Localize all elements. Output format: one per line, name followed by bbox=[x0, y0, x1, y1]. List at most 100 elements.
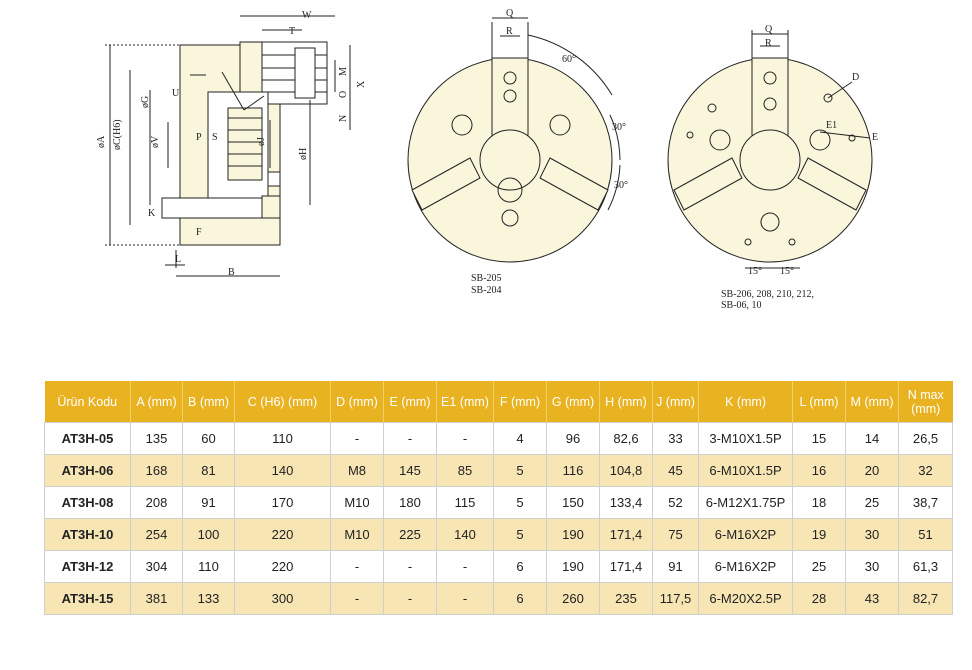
table-cell: 25 bbox=[792, 550, 846, 583]
table-cell: - bbox=[383, 550, 437, 583]
table-cell: 32 bbox=[898, 454, 953, 487]
table-cell: 30 bbox=[845, 550, 899, 583]
svg-text:øC(H6): øC(H6) bbox=[112, 119, 123, 150]
table-cell: 6 bbox=[493, 582, 547, 615]
table-cell: M10 bbox=[330, 486, 384, 519]
table-cell: 60 bbox=[182, 422, 235, 455]
table-cell: M8 bbox=[330, 454, 384, 487]
table-cell: - bbox=[383, 582, 437, 615]
front-right-caption-2: SB-06, 10 bbox=[721, 300, 762, 311]
table-cell: - bbox=[436, 550, 494, 583]
table-cell: 18 bbox=[792, 486, 846, 519]
table-cell: 170 bbox=[234, 486, 331, 519]
svg-text:30°: 30° bbox=[612, 122, 626, 133]
svg-text:øV: øV bbox=[150, 135, 161, 148]
table-cell: 117,5 bbox=[652, 582, 699, 615]
table-cell: 28 bbox=[792, 582, 846, 615]
header-cell: H (mm) bbox=[599, 381, 653, 423]
svg-text:S: S bbox=[212, 132, 218, 143]
side-section-labels: W T M O N X U øG øA øC(H6) øV P S øJ øH … bbox=[96, 10, 367, 278]
table-cell: 5 bbox=[493, 454, 547, 487]
table-cell: 6 bbox=[493, 550, 547, 583]
table-cell: 220 bbox=[234, 550, 331, 583]
table-cell: 6-M16X2P bbox=[698, 550, 793, 583]
table-cell: 150 bbox=[546, 486, 600, 519]
svg-text:15°: 15° bbox=[748, 266, 762, 277]
header-cell: F (mm) bbox=[493, 381, 547, 423]
table-cell: 304 bbox=[130, 550, 183, 583]
table-cell: 81 bbox=[182, 454, 235, 487]
svg-text:R: R bbox=[765, 38, 772, 49]
table-cell: 96 bbox=[546, 422, 600, 455]
table-cell: 110 bbox=[182, 550, 235, 583]
table-cell: 133,4 bbox=[599, 486, 653, 519]
svg-text:K: K bbox=[148, 208, 156, 219]
table-cell: 45 bbox=[652, 454, 699, 487]
svg-text:Q: Q bbox=[506, 8, 514, 19]
table-cell: 104,8 bbox=[599, 454, 653, 487]
table-cell: 235 bbox=[599, 582, 653, 615]
table-cell: 33 bbox=[652, 422, 699, 455]
svg-text:øH: øH bbox=[298, 148, 309, 160]
header-cell: L (mm) bbox=[792, 381, 846, 423]
table-cell: 208 bbox=[130, 486, 183, 519]
table-cell: 30 bbox=[845, 518, 899, 551]
svg-text:W: W bbox=[302, 10, 312, 21]
table-cell: 190 bbox=[546, 518, 600, 551]
front-left-caption-1: SB-205 bbox=[471, 273, 502, 284]
table-cell: 225 bbox=[383, 518, 437, 551]
front-right-caption-1: SB-206, 208, 210, 212, bbox=[721, 289, 814, 300]
table-cell: - bbox=[330, 422, 384, 455]
table-cell: 135 bbox=[130, 422, 183, 455]
table-cell: 61,3 bbox=[898, 550, 953, 583]
product-code-cell: AT3H-15 bbox=[44, 582, 131, 615]
front-view-left-labels: Q R 60° 30° 30° SB-205 SB-204 bbox=[471, 8, 628, 296]
product-code-cell: AT3H-05 bbox=[44, 422, 131, 455]
table-cell: M10 bbox=[330, 518, 384, 551]
svg-text:O: O bbox=[338, 91, 349, 98]
table-cell: 82,6 bbox=[599, 422, 653, 455]
table-cell: 168 bbox=[130, 454, 183, 487]
table-cell: - bbox=[383, 422, 437, 455]
svg-text:P: P bbox=[196, 132, 202, 143]
svg-text:M: M bbox=[338, 67, 349, 76]
technical-drawings: W T M O N X U øG øA øC(H6) øV P S øJ øH … bbox=[96, 8, 878, 311]
table-cell: 140 bbox=[436, 518, 494, 551]
header-cell: A (mm) bbox=[130, 381, 183, 423]
svg-text:Q: Q bbox=[765, 24, 773, 35]
table-cell: - bbox=[436, 582, 494, 615]
table-cell: 38,7 bbox=[898, 486, 953, 519]
header-cell: M (mm) bbox=[845, 381, 899, 423]
product-code-cell: AT3H-08 bbox=[44, 486, 131, 519]
table-cell: 3-M10X1.5P bbox=[698, 422, 793, 455]
spec-table: Ürün Kodu A (mm) B (mm) C (H6) (mm) D (m… bbox=[44, 381, 953, 615]
table-cell: 75 bbox=[652, 518, 699, 551]
svg-text:øG: øG bbox=[140, 96, 151, 108]
svg-text:60°: 60° bbox=[562, 54, 576, 65]
svg-text:N: N bbox=[338, 115, 349, 122]
table-cell: 6-M20X2.5P bbox=[698, 582, 793, 615]
header-cell: N max (mm) bbox=[898, 381, 953, 423]
table-cell: 171,4 bbox=[599, 518, 653, 551]
table-cell: 4 bbox=[493, 422, 547, 455]
svg-text:E1: E1 bbox=[826, 120, 837, 131]
svg-text:L: L bbox=[175, 254, 181, 265]
table-cell: 20 bbox=[845, 454, 899, 487]
table-cell: 220 bbox=[234, 518, 331, 551]
header-cell: J (mm) bbox=[652, 381, 699, 423]
front-view-right-labels: Q R D E1 E 15° 15° SB-206, 208, 210, 212… bbox=[721, 24, 878, 311]
table-cell: 26,5 bbox=[898, 422, 953, 455]
front-left-caption-2: SB-204 bbox=[471, 285, 502, 296]
side-section-view bbox=[105, 15, 351, 277]
table-cell: 190 bbox=[546, 550, 600, 583]
svg-text:øJ: øJ bbox=[256, 137, 267, 146]
svg-text:E: E bbox=[872, 132, 878, 143]
svg-text:15°: 15° bbox=[780, 266, 794, 277]
table-cell: 51 bbox=[898, 518, 953, 551]
table-cell: 145 bbox=[383, 454, 437, 487]
